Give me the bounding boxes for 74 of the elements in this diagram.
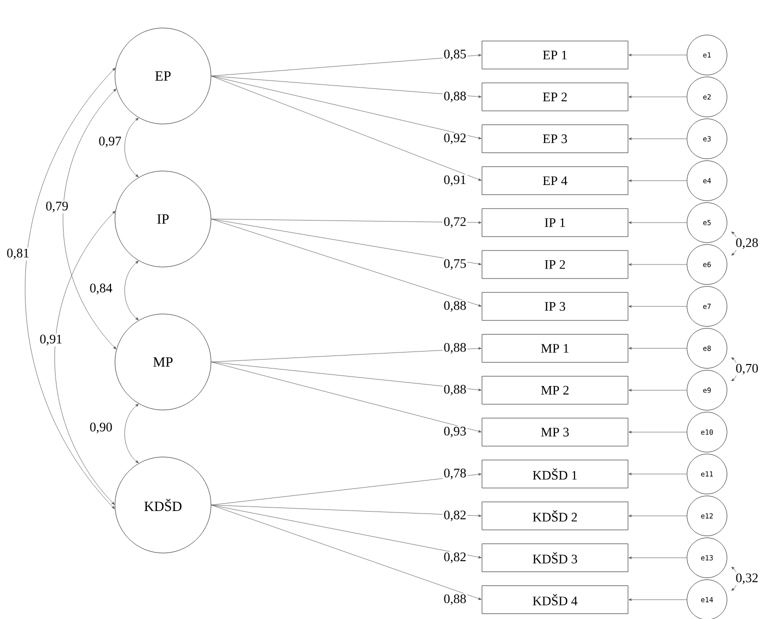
edge-label: 0,97 — [98, 136, 122, 148]
indicator-box: MP 2 — [482, 376, 628, 404]
path-arrow — [211, 473, 482, 506]
arrow — [628, 388, 687, 392]
path-arrow — [211, 362, 482, 392]
indicator-box: IP 1 — [482, 208, 628, 237]
indicator-box: EP 3 — [482, 124, 628, 153]
path-arrow — [211, 504, 482, 518]
edge-label: 0,92 — [442, 132, 468, 146]
indicator-box: KDŠD 3 — [482, 544, 628, 572]
path-arrow — [211, 218, 482, 307]
indicator-box: MP 1 — [482, 334, 628, 362]
arrow — [628, 556, 687, 560]
arrow — [628, 179, 687, 182]
covariance-arrow — [124, 404, 139, 464]
path-arrow — [211, 218, 482, 266]
indicator-box: IP 2 — [482, 250, 628, 279]
indicator-box: EP 1 — [482, 40, 628, 70]
arrow — [628, 138, 687, 140]
edge-label: 0,81 — [6, 248, 30, 260]
indicator-box: KDŠD 2 — [482, 502, 628, 530]
arrow — [628, 221, 687, 224]
path-arrow — [211, 76, 482, 98]
arrow — [628, 96, 687, 98]
edge-label: 0,82 — [442, 510, 468, 522]
indicator-box: EP 4 — [482, 166, 628, 195]
covariance-arrow — [62, 88, 116, 350]
edge-label: 0,28 — [734, 237, 760, 250]
covariance-arrow — [731, 566, 738, 591]
edge-label: 0,79 — [44, 200, 70, 214]
edge-label: 0,88 — [442, 593, 468, 606]
edge-label: 0,90 — [88, 422, 114, 434]
arrow — [628, 263, 687, 266]
indicator-box: EP 2 — [482, 82, 628, 112]
path-arrow — [211, 76, 482, 140]
arrow — [628, 54, 687, 56]
arrow — [628, 305, 687, 308]
edge-label: 0,91 — [442, 174, 468, 188]
path-arrow — [211, 504, 482, 600]
path-arrow — [211, 504, 482, 558]
path-arrow — [211, 76, 482, 181]
covariance-arrow — [731, 357, 738, 382]
edge-label: 0,78 — [442, 468, 468, 480]
edge-label: 0,75 — [442, 258, 468, 271]
path-arrow — [211, 218, 482, 224]
covariance-arrow — [124, 260, 139, 320]
arrow — [628, 472, 687, 476]
arrow — [628, 514, 687, 518]
indicator-box: KDŠD 4 — [482, 586, 628, 614]
edge-label: 0,84 — [88, 282, 114, 296]
edge-label: 0,82 — [442, 551, 468, 564]
covariance-arrow — [731, 232, 738, 256]
covariance-arrow — [54, 210, 116, 505]
edge-label: 0,88 — [442, 90, 468, 104]
edge-label: 0,88 — [442, 300, 468, 313]
edge-label: 0,88 — [442, 342, 468, 355]
arrow — [628, 347, 687, 350]
edge-label: 0,32 — [734, 572, 760, 586]
arrow — [628, 430, 687, 434]
edge-label: 0,72 — [442, 216, 468, 229]
path-arrow — [211, 54, 482, 76]
covariance-arrow — [124, 118, 139, 178]
edge-label: 0,70 — [734, 362, 760, 376]
indicator-box: KDŠD 1 — [482, 460, 628, 488]
edge-label: 0,93 — [442, 426, 468, 438]
edge-label: 0,88 — [442, 384, 468, 397]
covariance-arrow — [24, 68, 116, 509]
indicator-box: IP 3 — [482, 292, 628, 321]
edge-label: 0,85 — [442, 48, 468, 62]
arrow — [628, 598, 687, 601]
path-arrow — [211, 347, 482, 362]
path-arrow — [211, 362, 482, 432]
indicator-box: MP 3 — [482, 418, 628, 446]
edge-label: 0,91 — [38, 334, 64, 346]
